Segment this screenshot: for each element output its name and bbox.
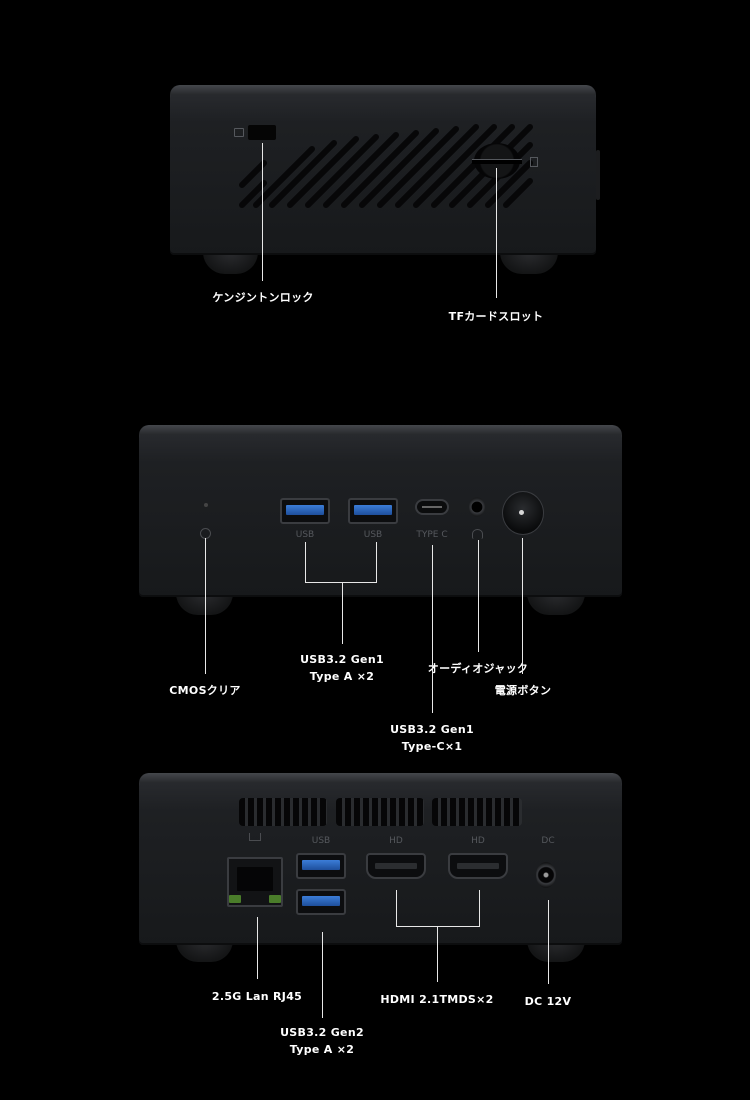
usb-bracket-right: [376, 542, 377, 582]
usb-a-port: [296, 853, 346, 879]
hdmi-leader-line: [437, 926, 438, 982]
usb-gen2-line1: USB3.2 Gen2: [280, 1026, 364, 1039]
tf-slot-opening: [472, 159, 522, 164]
usb-bracket-left: [305, 542, 306, 582]
kensington-leader-line: [262, 143, 263, 281]
dc-text: DC 12V: [524, 995, 572, 1008]
usb-a-port: [280, 498, 330, 524]
cmos-text: CMOSクリア: [169, 684, 241, 697]
audio-leader-line: [478, 540, 479, 652]
usb-c-tongue: [422, 506, 442, 508]
cmos-label: CMOSクリア: [160, 682, 250, 699]
power-text: 電源ボタン: [494, 684, 552, 697]
sd-card-icon: [530, 157, 538, 167]
power-label: 電源ボタン: [482, 682, 564, 699]
power-leader-line: [522, 538, 523, 674]
hdmi-text: HDMI 2.1TMDS×2: [380, 993, 494, 1006]
mini-pc-front: USB USB TYPE C: [139, 425, 622, 597]
cmos-leader-line: [205, 538, 206, 674]
power-led: [519, 510, 524, 515]
hdmi-port: [448, 853, 508, 879]
tf-label: TFカードスロット: [431, 308, 561, 325]
cmos-pinhole: [204, 503, 208, 507]
hdmi-port: [366, 853, 426, 879]
hdmi-port-label: HD: [389, 836, 403, 846]
device-foot: [500, 252, 558, 274]
tf-text: TFカードスロット: [448, 310, 544, 323]
usb-a-port: [348, 498, 398, 524]
audio-jack: [469, 497, 485, 517]
typec-leader-line: [432, 545, 433, 713]
hdmi-bracket-left: [396, 890, 397, 926]
usb-bracket-bottom: [305, 582, 377, 583]
usb-gen1-a-line2: Type A ×2: [309, 670, 375, 683]
hdmi-port-label: HD: [471, 836, 485, 846]
rear-vent: [239, 798, 327, 826]
lan-text: 2.5G Lan RJ45: [211, 990, 303, 1003]
device-foot: [203, 252, 258, 274]
usb-gen2-leader-line: [322, 932, 323, 1018]
usb-gen2-line2: Type A ×2: [289, 1043, 355, 1056]
audio-label: オーディオジャック: [425, 660, 531, 677]
kensington-text: ケンジントンロック: [212, 291, 314, 304]
rear-vent: [432, 798, 522, 826]
usb-gen1-c-line1: USB3.2 Gen1: [390, 723, 474, 736]
usb-gen1-a-line1: USB3.2 Gen1: [300, 653, 384, 666]
audio-text: オーディオジャック: [427, 662, 529, 675]
device-foot: [176, 940, 233, 962]
dc-jack: [536, 862, 556, 888]
usb-gen1-c-line2: Type-C×1: [401, 740, 463, 753]
lan-leader-line: [257, 917, 258, 979]
headphone-icon: [472, 529, 483, 539]
usb-gen1-leader-line: [342, 582, 343, 644]
dc-label: DC 12V: [510, 993, 586, 1010]
hdmi-label: HDMI 2.1TMDS×2: [372, 991, 502, 1008]
lan-led: [269, 895, 281, 903]
device-foot: [527, 940, 585, 962]
usb-gen1-c-label: USB3.2 Gen1 Type-C×1: [372, 721, 492, 755]
lan-label: 2.5G Lan RJ45: [200, 988, 314, 1005]
usb-port-label: USB: [311, 836, 331, 846]
usb-gen1-a-label: USB3.2 Gen1 Type A ×2: [282, 651, 402, 685]
device-edge: [596, 150, 600, 200]
dc-leader-line: [548, 900, 549, 984]
typec-port-label: TYPE C: [416, 530, 448, 540]
mini-pc-rear: USB HD HD DC: [139, 773, 622, 945]
usb-port-label: USB: [295, 530, 315, 540]
lock-icon: [234, 128, 244, 137]
usb-port-label: USB: [363, 530, 383, 540]
mini-pc-side: [170, 85, 596, 255]
hdmi-bracket-bottom: [396, 926, 480, 927]
lan-led: [229, 895, 241, 903]
network-icon: [249, 833, 261, 841]
device-foot: [176, 593, 233, 615]
hdmi-bracket-right: [479, 890, 480, 926]
rj45-socket: [237, 867, 273, 891]
rear-vent: [336, 798, 424, 826]
dc-port-label: DC: [541, 836, 555, 846]
tf-leader-line: [496, 168, 497, 298]
kensington-label: ケンジントンロック: [196, 289, 330, 306]
device-foot: [527, 593, 585, 615]
usb-a-port: [296, 889, 346, 915]
kensington-slot: [248, 125, 276, 140]
usb-gen2-label: USB3.2 Gen2 Type A ×2: [262, 1024, 382, 1058]
